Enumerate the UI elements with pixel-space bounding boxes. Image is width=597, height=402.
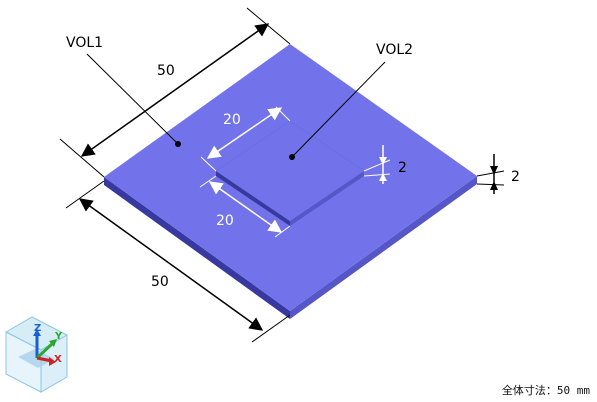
dim-label-outer-thk-2: 2 <box>511 169 520 185</box>
dim-line-left-50 <box>78 198 264 331</box>
vol1-leader <box>86 53 179 145</box>
vol1-label: VOL1 <box>66 35 103 51</box>
y-axis-arrowhead <box>49 339 57 347</box>
dim-label-left-50: 50 <box>151 274 169 290</box>
x-axis-label: X <box>54 354 62 365</box>
vol1-leader-dot <box>175 141 181 147</box>
extension-lines <box>59 7 505 343</box>
dim-arrow-outer-2-bot <box>490 181 498 190</box>
dim-arrow-inner-2-top <box>379 157 387 165</box>
vol2-leader <box>291 61 386 158</box>
overall-size-label: 全体寸法： <box>501 384 557 397</box>
dim-line-inner-top-20 <box>206 107 283 159</box>
view-orientation-cube[interactable]: Z Y X <box>4 316 69 393</box>
vol1-right-side <box>290 176 477 319</box>
leader-lines <box>86 53 386 158</box>
dim-line-top-50 <box>80 23 270 157</box>
dim-arrow-outer-2-top <box>490 166 498 175</box>
z-axis-arrowhead <box>33 329 41 336</box>
dimension-lines <box>78 23 498 331</box>
dim-arrow-inner-2-bot <box>379 173 387 181</box>
vol2-label: VOL2 <box>376 42 413 58</box>
dim-label-inner-top-20: 20 <box>223 112 241 128</box>
dim-label-inner-thk-2: 2 <box>398 160 407 176</box>
overall-size-value: 50 mm <box>556 384 590 397</box>
y-axis-label: Y <box>54 331 63 342</box>
z-axis-label: Z <box>34 323 41 334</box>
dim-line-inner-left-20 <box>208 181 283 233</box>
y-axis-arrow <box>35 340 56 360</box>
cube-xy-plane <box>18 349 55 368</box>
dim-label-inner-left-20: 20 <box>216 213 234 229</box>
vol2-leader-dot <box>289 154 295 160</box>
dim-label-top-50: 50 <box>157 63 175 79</box>
overall-size-readout: 全体寸法：50 mm <box>502 382 590 398</box>
inner-dimension-lines <box>206 107 387 233</box>
vol2-right-side <box>290 171 364 226</box>
x-axis-arrowhead <box>49 357 56 366</box>
